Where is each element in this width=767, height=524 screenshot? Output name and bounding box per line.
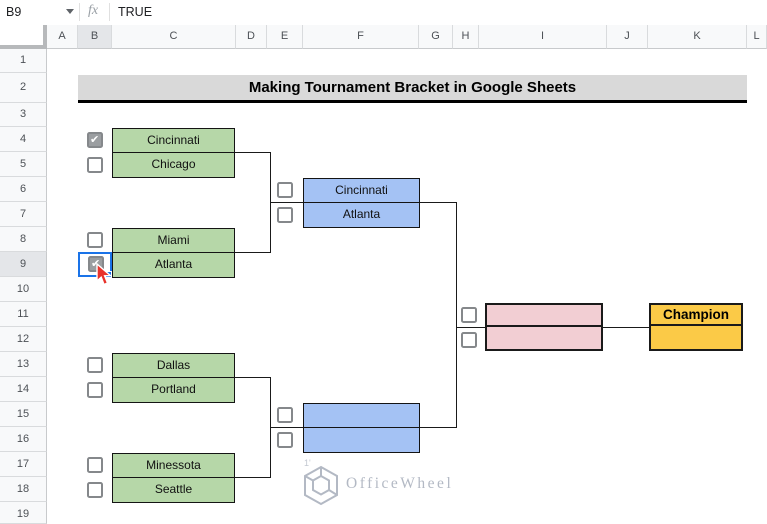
cell-k12-champion-value[interactable] — [651, 326, 741, 347]
checkbox-b8[interactable] — [87, 232, 103, 248]
checkbox-b17[interactable] — [87, 457, 103, 473]
column-header-c[interactable]: C — [112, 25, 236, 49]
match-block-f6f7: Cincinnati Atlanta — [303, 178, 420, 228]
cell-f16-team[interactable] — [304, 428, 419, 452]
column-header-l[interactable]: L — [747, 25, 767, 49]
sheet-title-cell[interactable]: Making Tournament Bracket in Google Shee… — [78, 75, 747, 103]
column-header-j[interactable]: J — [607, 25, 648, 49]
column-header-a[interactable]: A — [47, 25, 78, 49]
checkbox-h11[interactable] — [461, 307, 477, 323]
checkbox-b14[interactable] — [87, 382, 103, 398]
cell-f15-team[interactable] — [304, 404, 419, 428]
bracket-line — [456, 202, 457, 428]
row-header-2[interactable]: 2 — [0, 73, 47, 103]
row-header-13[interactable]: 13 — [0, 352, 47, 377]
match-block-c4c5: Cincinnati Chicago — [112, 128, 235, 178]
row-header-11[interactable]: 11 — [0, 302, 47, 327]
final-block-i11i12 — [485, 303, 603, 351]
row-header-5[interactable]: 5 — [0, 152, 47, 177]
row-header-14[interactable]: 14 — [0, 377, 47, 402]
cell-c14-team[interactable]: Portland — [113, 378, 234, 402]
checkbox-e6[interactable] — [277, 182, 293, 198]
column-header-d[interactable]: D — [236, 25, 267, 49]
cell-c13-team[interactable]: Dallas — [113, 354, 234, 378]
checkbox-e16[interactable] — [277, 432, 293, 448]
mouse-cursor-icon — [96, 263, 113, 286]
fx-icon: fx — [88, 3, 99, 18]
divider — [79, 3, 80, 21]
formula-bar: B9 fx TRUE — [0, 0, 767, 26]
bracket-line — [419, 202, 456, 203]
active-cell-selection-b9 — [78, 252, 112, 277]
bracket-line — [270, 427, 303, 428]
column-header-f[interactable]: F — [303, 25, 419, 49]
column-header-g[interactable]: G — [419, 25, 453, 49]
row-header-17[interactable]: 17 — [0, 452, 47, 477]
cell-k11-champion-label[interactable]: Champion — [651, 305, 741, 326]
row-header-19[interactable]: 19 — [0, 502, 47, 524]
checkbox-b18[interactable] — [87, 482, 103, 498]
match-block-c13c14: Dallas Portland — [112, 353, 235, 403]
checkbox-h12[interactable] — [461, 332, 477, 348]
row-header-12[interactable]: 12 — [0, 327, 47, 352]
cell-i11-final[interactable] — [487, 305, 601, 327]
row-header-9[interactable]: 9 — [0, 252, 47, 277]
cell-c4-team[interactable]: Cincinnati — [113, 129, 234, 153]
row-header-1[interactable]: 1 — [0, 49, 47, 73]
cell-c5-team[interactable]: Chicago — [113, 153, 234, 177]
row-header-6[interactable]: 6 — [0, 177, 47, 202]
column-header-h[interactable]: H — [453, 25, 479, 49]
match-block-f15f16 — [303, 403, 420, 453]
match-block-c8c9: Miami Atlanta — [112, 228, 235, 278]
divider — [109, 3, 110, 21]
row-header-10[interactable]: 10 — [0, 277, 47, 302]
checkbox-b4[interactable] — [87, 132, 103, 148]
row-header-15[interactable]: 15 — [0, 402, 47, 427]
champion-block-k11k12: Champion — [649, 303, 743, 351]
chevron-down-icon[interactable] — [66, 9, 74, 14]
bracket-line — [234, 152, 270, 153]
match-block-c17c18: Minessota Seattle — [112, 453, 235, 503]
row-header-18[interactable]: 18 — [0, 477, 47, 502]
checkbox-e7[interactable] — [277, 207, 293, 223]
column-header-i[interactable]: I — [479, 25, 607, 49]
column-header-b[interactable]: B — [78, 25, 112, 49]
bracket-line — [234, 377, 270, 378]
watermark-artifact: 1' — [304, 458, 311, 468]
checkbox-b13[interactable] — [87, 357, 103, 373]
cell-c18-team[interactable]: Seattle — [113, 478, 234, 502]
cell-c8-team[interactable]: Miami — [113, 229, 234, 253]
cell-f7-team[interactable]: Atlanta — [304, 203, 419, 227]
name-box[interactable]: B9 — [6, 5, 22, 19]
watermark: 1' OfficeWheel — [298, 458, 468, 508]
row-header-4[interactable]: 4 — [0, 127, 47, 152]
bracket-line — [270, 202, 303, 203]
watermark-text: OfficeWheel — [346, 475, 454, 492]
select-all-corner[interactable] — [0, 25, 47, 49]
row-header-7[interactable]: 7 — [0, 202, 47, 227]
bracket-line — [602, 327, 650, 328]
column-header-e[interactable]: E — [267, 25, 303, 49]
formula-input[interactable]: TRUE — [118, 5, 153, 19]
column-header-k[interactable]: K — [648, 25, 747, 49]
bracket-line — [234, 477, 270, 478]
row-header-3[interactable]: 3 — [0, 103, 47, 127]
officewheel-logo-icon — [304, 465, 338, 506]
checkbox-e15[interactable] — [277, 407, 293, 423]
bracket-line — [456, 327, 485, 328]
row-header-16[interactable]: 16 — [0, 427, 47, 452]
bracket-line — [234, 252, 270, 253]
cell-c9-team[interactable]: Atlanta — [113, 253, 234, 277]
checkbox-b5[interactable] — [87, 157, 103, 173]
cell-i12-final[interactable] — [487, 327, 601, 349]
row-header-8[interactable]: 8 — [0, 227, 47, 252]
cell-c17-team[interactable]: Minessota — [113, 454, 234, 478]
cell-f6-team[interactable]: Cincinnati — [304, 179, 419, 203]
bracket-line — [419, 427, 456, 428]
